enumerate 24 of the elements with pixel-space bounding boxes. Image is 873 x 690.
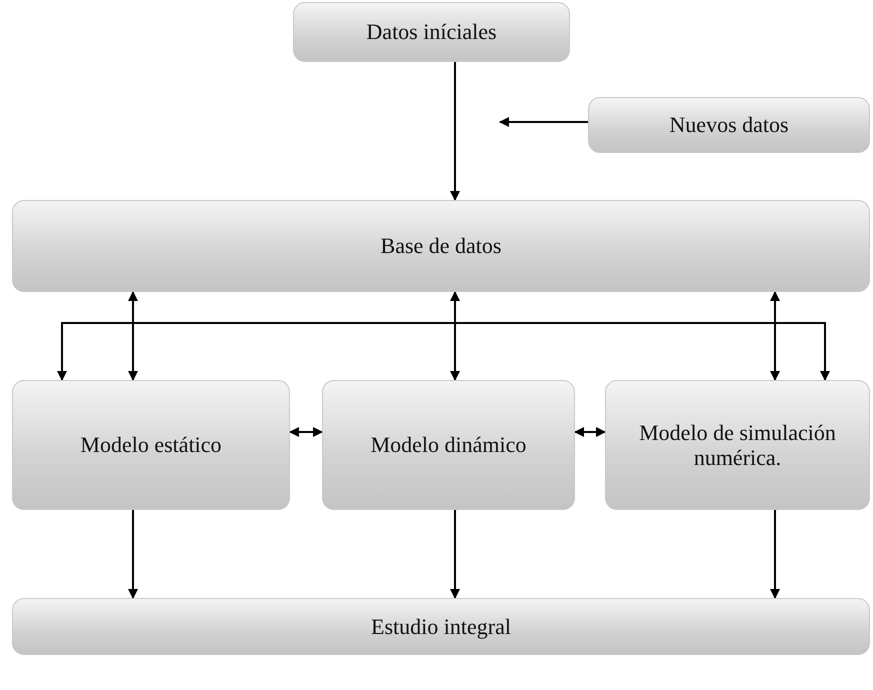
- node-label: Modelo estático: [80, 432, 222, 458]
- arrow: [289, 427, 323, 437]
- arrow: [450, 62, 460, 201]
- arrow: [574, 427, 606, 437]
- node-label: Modelo de simulación numérica.: [638, 420, 837, 470]
- arrow: [499, 117, 588, 127]
- process-box: [588, 97, 870, 153]
- process-box: [12, 380, 290, 510]
- arrow: [450, 510, 460, 599]
- arrow: [128, 510, 138, 599]
- node-label: Modelo dinámico: [370, 432, 526, 458]
- database-band: [12, 200, 870, 292]
- arrow: [770, 510, 780, 599]
- node-label: Nuevos datos: [669, 112, 789, 138]
- process-box: [293, 2, 570, 62]
- arrow: [450, 291, 460, 381]
- result-band: [12, 598, 870, 655]
- node-label: Base de datos: [380, 233, 502, 259]
- arrow: [128, 291, 138, 381]
- process-box: [605, 380, 870, 510]
- process-box: [322, 380, 575, 510]
- node-label: Datos iníciales: [366, 19, 497, 45]
- node-label: Estudio integral: [371, 614, 511, 640]
- arrow: [770, 291, 780, 381]
